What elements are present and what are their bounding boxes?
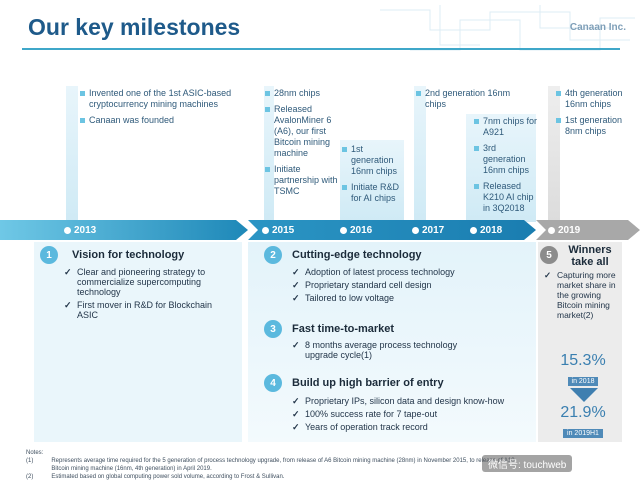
milestone-text: Invented one of the 1st ASIC-based crypt… — [89, 88, 232, 109]
milestone-text: 4th generation 16nm chips — [565, 88, 623, 109]
note-1: Represents average time required for the… — [51, 458, 515, 472]
check-icon: ✓ — [292, 396, 300, 406]
note-2: Estimated based on global computing powe… — [51, 474, 285, 480]
milestone-text: 1st generation 8nm chips — [565, 115, 623, 136]
check-icon: ✓ — [292, 293, 300, 303]
section-list-barrier: ✓Proprietary IPs, silicon data and desig… — [292, 396, 505, 432]
year-2015: 2015 — [262, 220, 294, 240]
section-list-cutting-edge: ✓Adoption of latest process technology ✓… — [292, 267, 455, 303]
timeline-segment-2013 — [0, 220, 248, 240]
year-2019: 2019 — [548, 220, 580, 240]
pillar-2018 — [466, 114, 536, 222]
section-number-badge: 1 — [40, 246, 58, 264]
stat-2018: 15.3% in 2018 — [548, 352, 618, 388]
milestones-2019: 4th generation 16nm chips 1st generation… — [556, 88, 638, 142]
panel-vision — [34, 242, 242, 442]
section-number-badge: 4 — [264, 374, 282, 392]
milestone-text: Initiate R&D for AI chips — [351, 182, 400, 203]
check-icon: ✓ — [64, 267, 72, 277]
check-icon: ✓ — [292, 422, 300, 432]
section-number-badge: 3 — [264, 320, 282, 338]
pillar-2017 — [414, 86, 426, 222]
check-icon: ✓ — [64, 300, 72, 310]
page-title: Our key milestones — [28, 14, 241, 40]
panel-technology — [248, 242, 536, 442]
milestone-text: 2nd generation 16nm chips — [425, 88, 511, 109]
stat-value: 15.3% — [560, 352, 606, 369]
section-list-time-to-market: ✓8 months average process technology upg… — [292, 340, 458, 360]
section-number-badge: 5 — [540, 246, 558, 264]
milestone-text: Canaan was founded — [89, 115, 175, 125]
pillar-2016 — [340, 140, 404, 222]
milestone-text: 3rd generation 16nm chips — [483, 143, 530, 175]
footnotes: Notes: (1)Represents average time requir… — [26, 449, 526, 481]
milestones-2018: 7nm chips for A921 3rd generation 16nm c… — [474, 116, 538, 219]
milestones-2017: 2nd generation 16nm chips — [416, 88, 526, 115]
title-divider — [22, 48, 620, 50]
brand-logo-text: Canaan Inc. — [569, 22, 626, 33]
year-2016: 2016 — [340, 220, 372, 240]
section-title-barrier: Build up high barrier of entry — [292, 377, 444, 389]
milestones-2016: 1st generation 16nm chips Initiate R&D f… — [342, 144, 404, 209]
stat-2019h1: 21.9% in 2019H1 — [548, 404, 618, 440]
milestones-2013: Invented one of the 1st ASIC-based crypt… — [80, 88, 250, 131]
section-number-badge: 2 — [264, 246, 282, 264]
pillar-2015 — [264, 86, 274, 222]
section-title-vision: Vision for technology — [72, 249, 185, 261]
notes-heading: Notes: — [26, 450, 44, 456]
section-title-time-to-market: Fast time-to-market — [292, 323, 395, 335]
check-icon: ✓ — [292, 280, 300, 290]
milestone-text: Released K210 AI chip in 3Q2018 — [483, 181, 534, 213]
stat-value: 21.9% — [560, 404, 606, 421]
stat-label: in 2018 — [567, 377, 599, 386]
pillar-2013 — [66, 86, 78, 222]
milestones-2015: 28nm chips Released AvalonMiner 6 (A6), … — [265, 88, 343, 202]
watermark: 微信号: touchweb — [482, 455, 573, 472]
check-icon: ✓ — [292, 409, 300, 419]
section-title-winners: Winners take all — [568, 244, 612, 268]
panel-winners — [538, 242, 622, 442]
milestone-text: 7nm chips for A921 — [483, 116, 538, 137]
circuit-decoration — [380, 5, 635, 51]
year-2013: 2013 — [64, 220, 96, 240]
milestone-text: Initiate partnership with TSMC — [274, 164, 338, 196]
year-2017: 2017 — [412, 220, 444, 240]
check-icon: ✓ — [292, 340, 300, 350]
check-icon: ✓ — [544, 270, 552, 280]
milestone-text: Released AvalonMiner 6 (A6), our first B… — [274, 104, 332, 158]
arrow-down-icon — [570, 388, 598, 402]
timeline-segment-2019 — [536, 220, 640, 240]
check-icon: ✓ — [292, 267, 300, 277]
timeline-arrow: 2013 2015 2016 2017 2018 2019 — [0, 220, 640, 240]
section-list-vision: ✓Clear and pioneering strategy to commer… — [64, 267, 213, 320]
timeline-segment-2015-2018 — [248, 220, 536, 240]
milestone-text: 28nm chips — [274, 88, 321, 98]
milestone-text: 1st generation 16nm chips — [351, 144, 398, 176]
stat-label: in 2019H1 — [563, 429, 603, 438]
year-2018: 2018 — [470, 220, 502, 240]
section-title-cutting-edge: Cutting-edge technology — [292, 249, 422, 261]
section-list-winners: ✓Capturing more market share in the grow… — [544, 270, 616, 320]
